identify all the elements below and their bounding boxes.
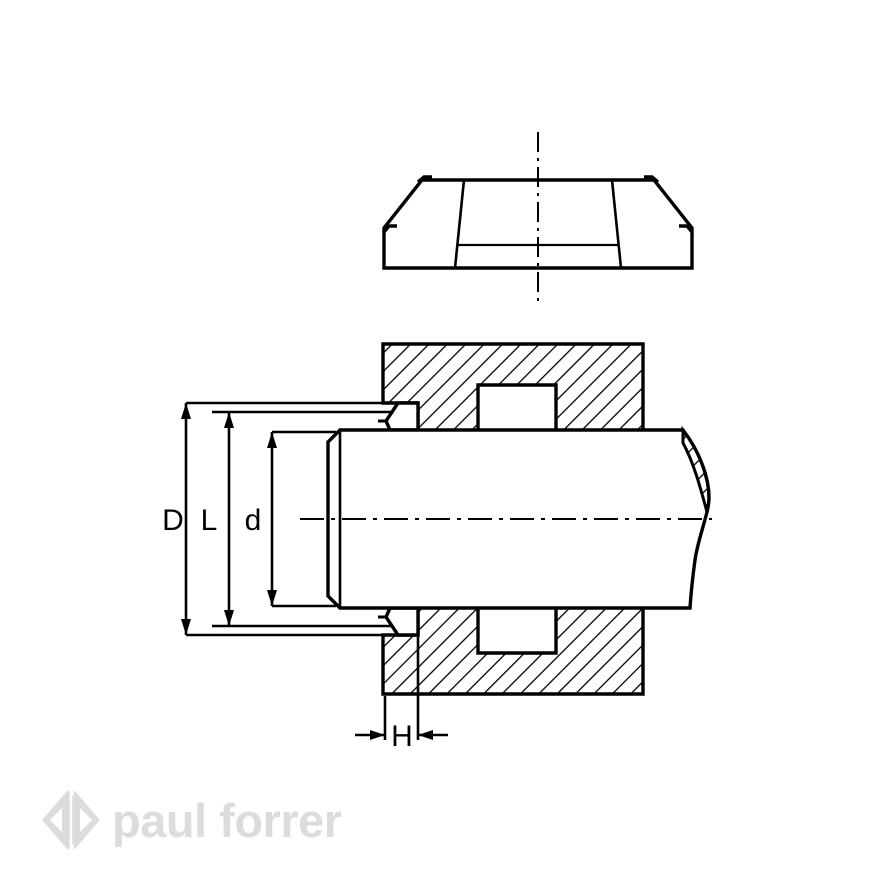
dimension-H-label: H (391, 720, 413, 753)
wiper-seal-top-body (384, 401, 420, 432)
dimension-H: H (355, 637, 448, 753)
seal-profile-heel-left (382, 224, 397, 234)
dimension-D-arrow-bottom (181, 619, 191, 635)
dimension-annotations: D L d (162, 401, 448, 753)
dimension-d: d (245, 430, 336, 608)
dimension-L-label: L (201, 504, 218, 537)
seal-profile-corner-left (416, 175, 432, 184)
dimension-L: L (201, 410, 391, 628)
dimension-L-arrow-top (224, 412, 234, 428)
brand-wordmark: paul forrer (112, 794, 342, 847)
seal-profile-view (382, 132, 694, 307)
seal-profile-lip-line-left (453, 179, 466, 269)
seal-profile-outline-right (538, 178, 694, 270)
dimension-L-arrow-bottom (224, 610, 234, 626)
dimension-d-arrow-bottom (267, 590, 277, 606)
dimension-H-arrow-left (370, 730, 385, 740)
dimension-D-label: D (162, 504, 184, 537)
seal-profile-outline-left (382, 178, 538, 270)
seal-profile-lip-line-right (610, 179, 623, 269)
dimension-D-arrow-top (181, 403, 191, 419)
seal-profile-heel-right (679, 224, 694, 234)
wiper-seal-bottom-body (384, 606, 420, 637)
paul-forrer-logo: paul forrer (42, 788, 342, 852)
dimension-H-arrow-right (418, 730, 433, 740)
dimension-d-arrow-top (267, 432, 277, 448)
dimension-d-label: d (245, 504, 262, 537)
shaft-broken-section-hatch (681, 425, 711, 513)
logo-triangle-left (50, 808, 62, 832)
installation-section-view (300, 342, 712, 696)
seal-profile-corner-right (644, 175, 660, 184)
dimension-D: D (162, 401, 398, 637)
logo-triangle-right (80, 808, 92, 832)
